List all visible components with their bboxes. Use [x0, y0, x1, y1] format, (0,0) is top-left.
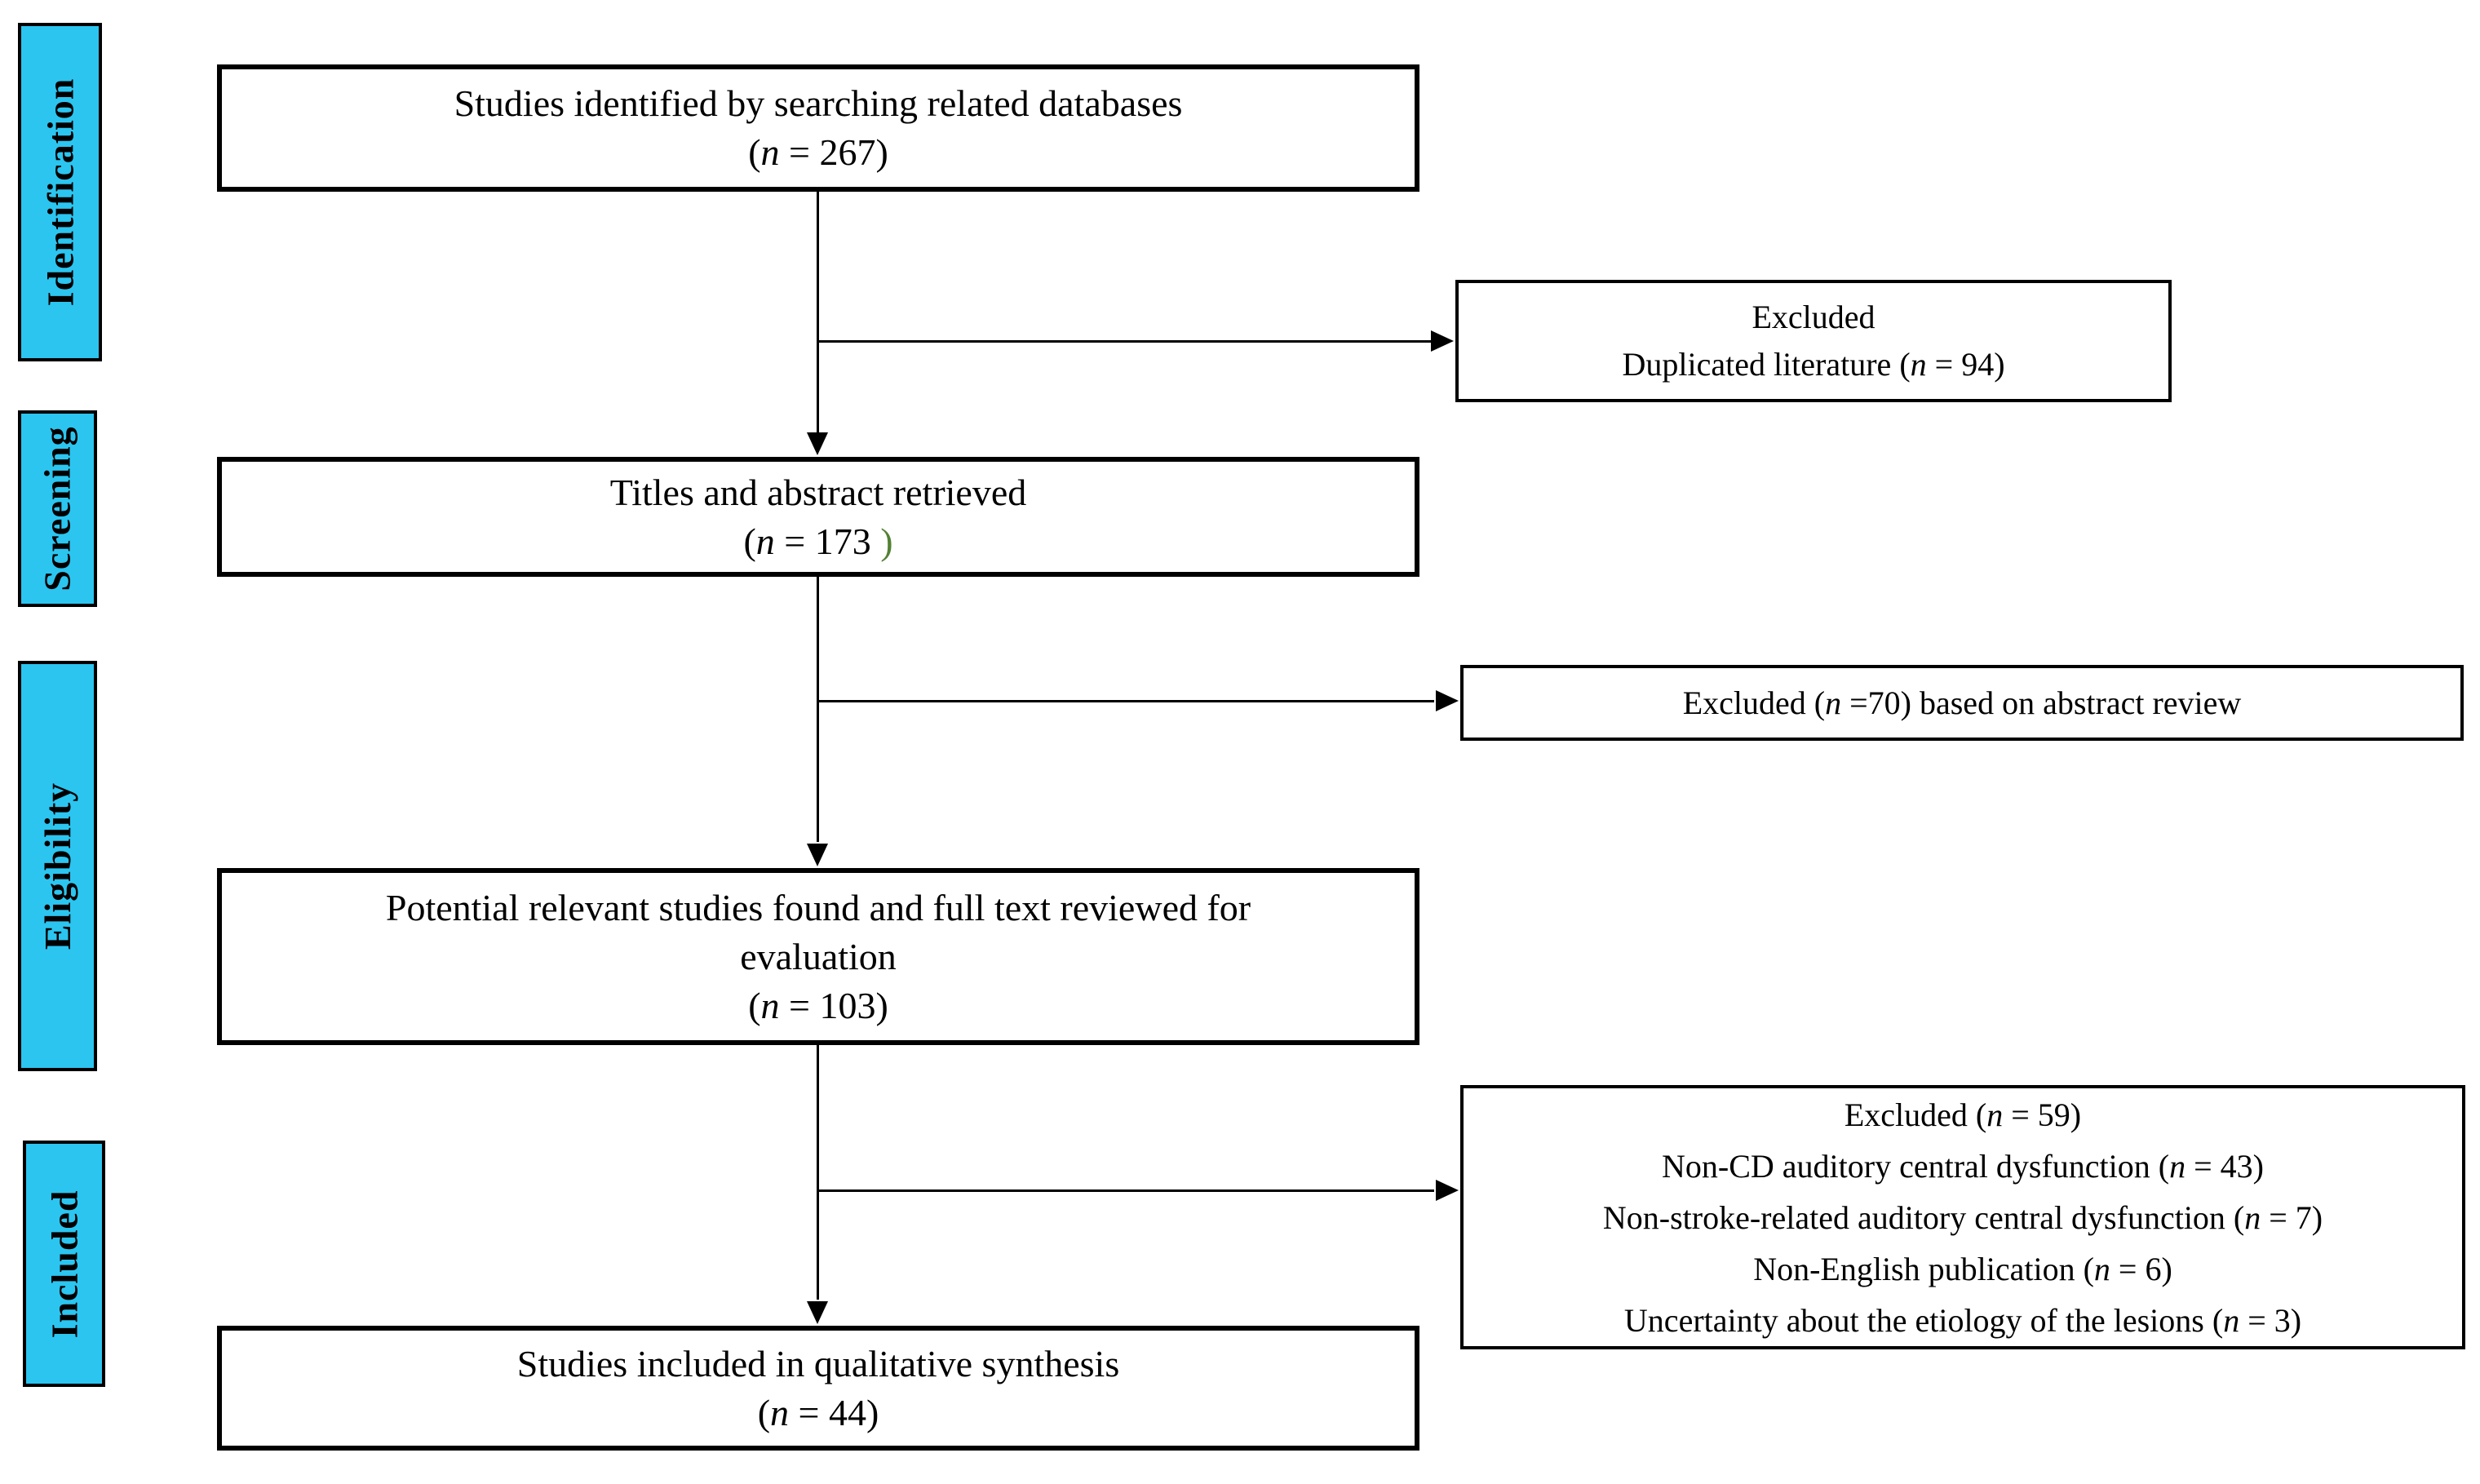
- exclusion-line: Non-English publication (n = 6): [1753, 1250, 2172, 1287]
- stage-label-text: Identification: [39, 78, 81, 307]
- flow-box-line: Studies identified by searching related …: [454, 82, 1183, 124]
- flow-box-count: (n = 267): [748, 131, 888, 173]
- flow-box-count: (n = 44): [757, 1391, 879, 1433]
- flow-box-count: (n = 103): [748, 984, 888, 1026]
- flow-box-line: evaluation: [740, 935, 897, 977]
- exclusion-line: Non-stroke-related auditory central dysf…: [1602, 1198, 2323, 1236]
- flow-box-qualitative-synthesis: Studies included in qualitative synthesi…: [217, 1326, 1419, 1451]
- exclusion-box-abstract-review: Excluded (n =70) based on abstract revie…: [1460, 665, 2464, 741]
- arrowhead-right-icon: [1436, 1180, 1459, 1201]
- exclusion-line: Non-CD auditory central dysfunction (n =…: [1662, 1147, 2264, 1185]
- connector-fulltext-to-included: [817, 1045, 819, 1300]
- stage-label-screening: Screening: [18, 410, 97, 607]
- stage-label-text: Screening: [37, 426, 78, 591]
- flow-box-count: (n = 173 ): [743, 520, 893, 562]
- connector-identified-to-retrieved: [817, 191, 819, 434]
- stage-label-included: Included: [23, 1141, 105, 1387]
- stage-label-identification: Identification: [18, 23, 102, 361]
- flow-box-full-text-review: Potential relevant studies found and ful…: [217, 868, 1419, 1045]
- exclusion-line: Duplicated literature (n = 94): [1622, 346, 2005, 383]
- arrowhead-down-icon: [807, 844, 828, 866]
- stage-label-text: Eligibility: [37, 782, 79, 950]
- connector-branch-abstract-review: [818, 700, 1434, 702]
- flow-box-line: Titles and abstract retrieved: [609, 471, 1027, 513]
- flow-box-line: Potential relevant studies found and ful…: [385, 886, 1251, 928]
- arrowhead-down-icon: [807, 432, 828, 455]
- connector-branch-fulltext-exclusions: [818, 1189, 1434, 1192]
- stage-label-text: Included: [43, 1189, 86, 1338]
- flow-box-retrieved: Titles and abstract retrieved (n = 173 ): [217, 457, 1419, 577]
- arrowhead-right-icon: [1436, 690, 1459, 711]
- exclusion-line: Excluded (n = 59): [1844, 1096, 2082, 1133]
- exclusion-line: Excluded: [1752, 299, 1876, 335]
- arrowhead-down-icon: [807, 1301, 828, 1324]
- exclusion-box-full-text-exclusions: Excluded (n = 59) Non-CD auditory centra…: [1460, 1085, 2465, 1349]
- exclusion-line: Uncertainty about the etiology of the le…: [1623, 1301, 2302, 1339]
- flow-box-identified: Studies identified by searching related …: [217, 64, 1419, 192]
- arrowhead-right-icon: [1431, 330, 1454, 352]
- exclusion-box-duplicates: Excluded Duplicated literature (n = 94): [1455, 280, 2172, 402]
- connector-branch-duplicates: [818, 340, 1432, 343]
- flow-box-line: Studies included in qualitative synthesi…: [516, 1342, 1120, 1384]
- connector-retrieved-to-fulltext: [817, 576, 819, 842]
- exclusion-line: Excluded (n =70) based on abstract revie…: [1682, 684, 2242, 721]
- stage-label-eligibility: Eligibility: [18, 661, 97, 1071]
